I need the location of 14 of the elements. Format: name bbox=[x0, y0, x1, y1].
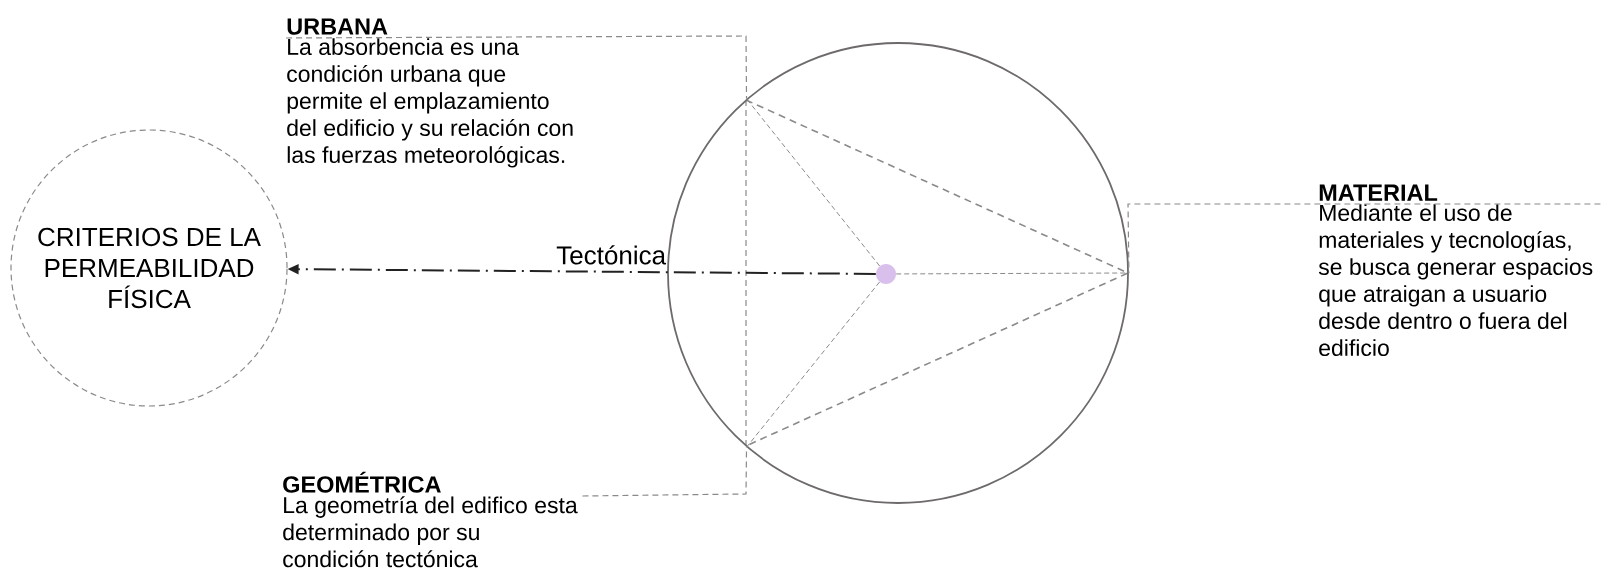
edge-label: Tectónica bbox=[555, 244, 668, 266]
center-dot bbox=[876, 264, 896, 284]
large-circle bbox=[667, 42, 1129, 504]
spoke-line bbox=[746, 98, 881, 267]
annotation-heading: URBANA bbox=[287, 18, 388, 35]
annotation-text: Mediante el uso de materiales y tecnologías, se busca generar espacios que atraigan a usuario desde dentro o fuera del edificio bbox=[1318, 204, 1593, 357]
spoke-line bbox=[746, 281, 881, 448]
annotation-heading: GEOMÉTRICA bbox=[283, 471, 441, 493]
annotation-text: La geometría del edifico esta determinado por su condición tectónica bbox=[283, 496, 578, 568]
annotation-heading: MATERIAL bbox=[1319, 184, 1438, 201]
leader-line bbox=[581, 446, 748, 497]
leader-line bbox=[285, 35, 748, 100]
annotation-text: La absorbencia es una condición urbana que permite el emplazamiento del edificio y su relación con las fuerzas meteorológicas. bbox=[287, 38, 573, 168]
leader-line bbox=[1127, 203, 1601, 274]
